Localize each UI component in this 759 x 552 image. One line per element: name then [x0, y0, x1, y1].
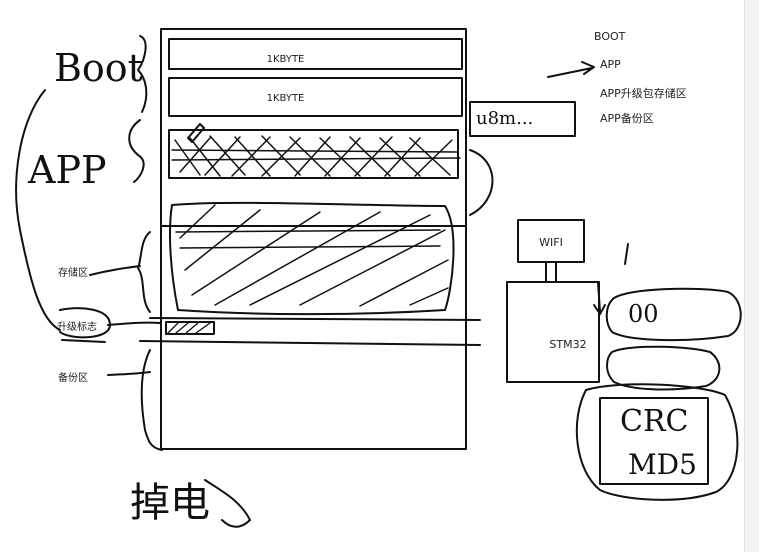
label-upgrade-flag: 升级标志 [57, 322, 97, 333]
brace-boot [137, 35, 148, 113]
boot-block-1 [168, 38, 463, 70]
handwriting-crc: CRC [620, 404, 689, 439]
flag-arrow [107, 321, 161, 326]
bubble-1k [606, 345, 721, 391]
power-scribble [204, 479, 251, 528]
crc-box [599, 397, 709, 485]
app-hatch [171, 135, 461, 177]
pencil-icon [187, 123, 205, 143]
legend-item-backup: APP备份区 [600, 112, 654, 125]
handwriting-md5: MD5 [628, 448, 697, 481]
left-loop [15, 89, 61, 331]
handwriting-power-off: 掉电 [130, 480, 210, 526]
flag-oval [59, 307, 111, 339]
brace-storage [137, 231, 151, 313]
brace-app [128, 119, 145, 183]
tick-mark [624, 243, 629, 265]
label-backup-area: 备份区 [58, 373, 88, 384]
u8-box [469, 101, 576, 137]
handwriting-u8: u8m... [476, 108, 534, 129]
legend-arrow [547, 61, 595, 78]
bubble-crc [575, 383, 739, 501]
legend-item-upgrade-storage: APP升级包存储区 [600, 87, 687, 100]
boot-block-2 [168, 77, 463, 117]
wifi-box [517, 219, 585, 263]
flag-underline [61, 339, 106, 343]
legend-item-boot: BOOT [594, 30, 626, 43]
wifi-link [545, 261, 557, 283]
brace-backup [140, 349, 163, 451]
boot-block-1-label: 1KBYTE [266, 54, 305, 65]
storage-outline [169, 201, 455, 316]
storage-hatch [175, 204, 449, 307]
stm32-arrow [593, 281, 606, 315]
bubble-00 [605, 287, 742, 342]
app-block [168, 129, 459, 179]
memory-column [160, 28, 467, 450]
right-scroll-strip [744, 0, 759, 552]
flag-box [165, 321, 215, 335]
handwriting-boot: Boot [54, 46, 143, 90]
app-loop [469, 149, 494, 216]
boot-block-2-label: 1KBYTE [266, 93, 305, 104]
divider-2 [149, 317, 481, 321]
handwriting-00: 00 [628, 300, 659, 328]
stm32-box [506, 281, 600, 383]
handwriting-app: APP [28, 148, 107, 192]
backup-arrow [107, 371, 151, 376]
wifi-label: WIFI [539, 236, 563, 249]
stm32-label: STM32 [549, 338, 587, 351]
label-storage-area: 存储区 [58, 268, 88, 279]
storage-arrow [89, 265, 141, 276]
divider-3 [139, 340, 481, 346]
legend-item-app: APP [600, 58, 621, 71]
